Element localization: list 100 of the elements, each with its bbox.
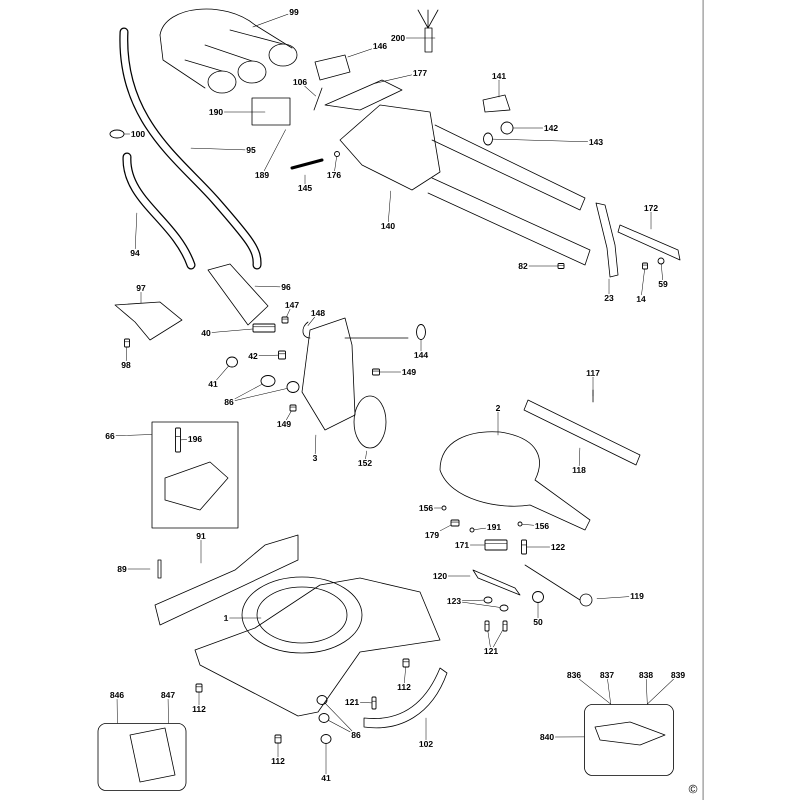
callout-number: 98 [122, 362, 130, 368]
callout-number: 1 [224, 615, 228, 621]
leader-line [365, 450, 367, 460]
callout-number: 119 [630, 593, 644, 599]
callout-number: 143 [589, 139, 603, 146]
part-drawing [252, 324, 276, 332]
callout-number: 140 [381, 223, 395, 229]
callout-number: 94 [130, 250, 140, 256]
callout-number: 86 [352, 732, 360, 738]
callout-number: 118 [572, 467, 586, 473]
leader-line [126, 347, 128, 362]
leader-line [498, 80, 500, 98]
leader-line [180, 439, 187, 440]
callout-number: 191 [487, 524, 501, 530]
callout-number: 14 [636, 296, 646, 302]
leader-line [493, 630, 503, 648]
callout-number: 122 [551, 544, 565, 550]
callout-number: 840 [540, 734, 554, 740]
callout-number: 189 [255, 172, 269, 178]
leader-line [286, 308, 290, 317]
callout-number: 148 [311, 310, 325, 316]
part-drawing [372, 696, 376, 710]
callout-number: 156 [419, 505, 433, 511]
callout-number: 41 [321, 775, 330, 781]
callout-number: 176 [327, 172, 341, 178]
callout-number: 149 [277, 421, 291, 427]
washer-drawing [260, 375, 276, 387]
leader-line [304, 174, 306, 184]
leader-line [134, 212, 138, 250]
leader-line [190, 148, 246, 150]
part-drawing [196, 684, 202, 692]
washer-drawing [518, 522, 522, 526]
callout-number: 141 [492, 73, 506, 79]
callout-number: 91 [196, 533, 206, 539]
leader-line [492, 138, 588, 142]
leader-line [522, 524, 534, 526]
washer-drawing [658, 258, 664, 264]
part-drawing [502, 620, 508, 632]
washer-drawing [470, 528, 474, 532]
callout-number: 142 [544, 125, 558, 131]
callout-number: 106 [293, 79, 307, 85]
part-drawing [278, 350, 286, 360]
callout-number: 50 [534, 619, 542, 625]
leader-line [325, 703, 352, 732]
leader-line [374, 74, 412, 84]
washer-drawing [320, 734, 332, 744]
callout-number: 190 [209, 109, 223, 115]
callout-number: 838 [639, 672, 653, 678]
leader-line [116, 698, 118, 724]
callout-number: 112 [192, 706, 206, 712]
leader-line [462, 600, 484, 602]
leader-line [661, 264, 663, 280]
callout-number: 2 [496, 405, 500, 411]
leader-line [474, 528, 486, 530]
leader-line [116, 434, 152, 436]
callout-number: 177 [413, 70, 427, 76]
washer-drawing [483, 132, 493, 146]
callout-number: 89 [118, 566, 126, 572]
washer-drawing [286, 381, 300, 393]
leader-line [360, 702, 372, 704]
callout-number: 172 [644, 205, 658, 211]
leader-line [650, 212, 652, 230]
part-drawing [124, 338, 130, 348]
leader-line [198, 692, 200, 706]
callout-number: 120 [433, 573, 447, 579]
callout-number: 59 [658, 281, 668, 287]
callout-number: 86 [224, 399, 234, 405]
washer-drawing [532, 591, 544, 603]
leader-line [555, 736, 584, 738]
callout-number: 102 [419, 741, 433, 748]
leader-line [254, 286, 280, 288]
callout-number: 100 [131, 131, 145, 137]
callout-number: 121 [484, 648, 498, 654]
part-drawing [484, 620, 490, 632]
callout-number: 836 [567, 672, 581, 678]
part-drawing [175, 428, 181, 452]
leader-line [286, 411, 292, 420]
leader-line [641, 269, 645, 296]
leader-line [304, 86, 316, 96]
leader-line [348, 48, 372, 58]
callout-number: 156 [535, 523, 549, 529]
leader-line [579, 678, 611, 704]
washer-drawing [316, 695, 328, 705]
leader-line [252, 14, 288, 28]
part-drawing [274, 734, 282, 744]
callout-number: 147 [285, 302, 299, 308]
callout-number: 149 [402, 369, 416, 375]
callout-number: 144 [414, 352, 428, 358]
leader-line [168, 698, 169, 724]
callout-number: 3 [312, 455, 318, 462]
copyright-mark: © [688, 784, 698, 794]
callout-number: 200 [391, 35, 405, 41]
callout-number: 171 [455, 542, 469, 548]
kit-outline [152, 422, 238, 528]
callout-number: 112 [398, 684, 411, 690]
part-drawing [282, 316, 288, 324]
washer-drawing [442, 506, 446, 510]
leader-line [526, 546, 550, 548]
leader-line [258, 354, 278, 356]
callout-number: 23 [604, 295, 614, 302]
